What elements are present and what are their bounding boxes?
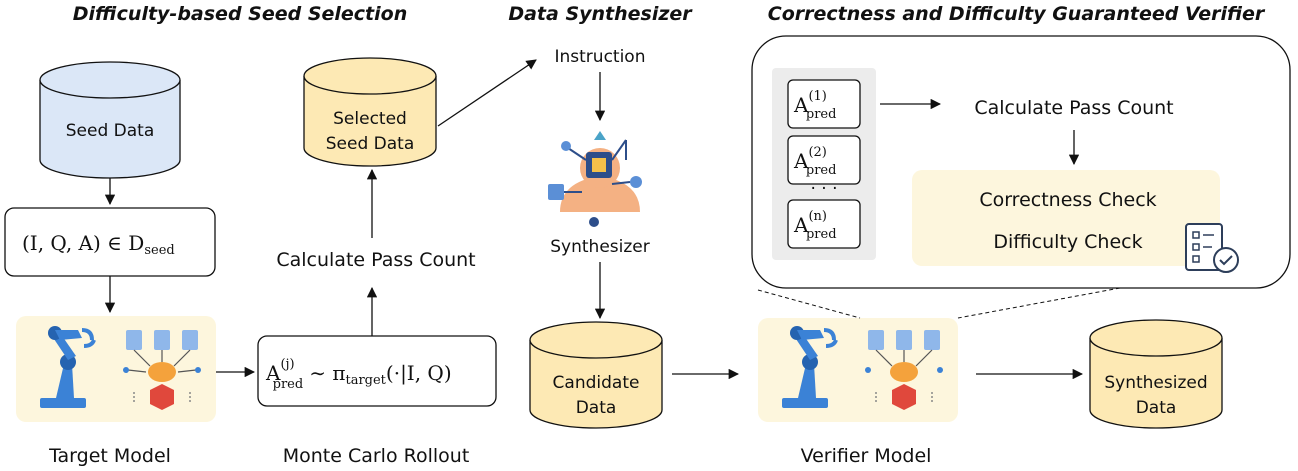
selected-seed-line1: Selected — [333, 109, 407, 129]
synthesizer-icon — [548, 131, 642, 227]
seed-data-cylinder: Seed Data — [39, 61, 181, 179]
tuple-formula: (I, Q, A) ∈ D — [22, 231, 144, 255]
verifier-robot-arm-icon — [782, 326, 838, 408]
pred-1-a: A — [793, 93, 809, 117]
calc-pass-count-right: Calculate Pass Count — [974, 97, 1173, 119]
seed-tuple-box: (I, Q, A) ∈ Dseed — [4, 207, 216, 277]
pred-n-a: A — [793, 213, 809, 237]
selected-seed-line2: Seed Data — [326, 134, 415, 154]
pred-ellipsis: · · · — [810, 179, 837, 199]
instruction-label: Instruction — [555, 47, 646, 67]
target-model-panel — [16, 316, 216, 422]
svg-text:A(2)pred: A(2) pred — [793, 145, 836, 178]
model-brain-icon — [123, 330, 201, 410]
pred-n-sup: (n) — [808, 209, 827, 224]
svg-text:A(1)pred: A(1) pred — [793, 89, 836, 122]
pred-2-a: A — [793, 149, 809, 173]
selected-seed-cylinder: Selected Seed Data — [303, 57, 437, 167]
rollout-tail: (·|I, Q) — [386, 361, 452, 386]
section-title-seed-selection: Difficulty-based Seed Selection — [73, 3, 407, 25]
candidate-line2: Data — [576, 398, 617, 418]
tuple-formula-sub: seed — [144, 243, 174, 258]
candidate-data-cylinder: Candidate Data — [529, 321, 663, 429]
pred-1-sup: (1) — [808, 89, 826, 104]
rollout-sup: (j) — [280, 357, 294, 372]
correctness-check: Correctness Check — [979, 189, 1156, 211]
pred-n-sub: pred — [806, 227, 837, 242]
difficulty-check: Difficulty Check — [993, 231, 1142, 253]
verifier-model-label: Verifier Model — [801, 445, 932, 467]
robot-arm-icon — [40, 326, 96, 408]
candidate-line1: Candidate — [553, 373, 640, 393]
synthesized-line1: Synthesized — [1104, 373, 1207, 393]
callout-line-left — [757, 289, 861, 319]
rollout-sub: pred — [273, 377, 304, 392]
svg-text:A(j)pred∼ πtarget(·|I, Q): A(j) pred ∼ πtarget(·|I, Q) — [265, 357, 452, 392]
monte-carlo-label: Monte Carlo Rollout — [283, 445, 470, 467]
rollout-box: A(j) pred ∼ πtarget(·|I, Q) — [257, 335, 497, 407]
verifier-brain-icon — [865, 330, 943, 410]
checklist-icon — [1185, 223, 1239, 273]
rollout-pi: ∼ π — [309, 361, 345, 385]
pred-2-sub: pred — [806, 163, 837, 178]
section-title-verifier: Correctness and Difficulty Guaranteed Ve… — [768, 3, 1266, 25]
callout-line-right — [957, 287, 1121, 319]
synthesizer-label: Synthesizer — [550, 237, 649, 257]
verifier-detail-box: A(1)pred A(2)pred · · · A(n)pred Calcula… — [751, 35, 1291, 289]
section-title-synthesizer: Data Synthesizer — [508, 3, 693, 25]
target-model-label: Target Model — [48, 445, 171, 467]
pred-1-sub: pred — [806, 107, 837, 122]
synthesized-data-cylinder: Synthesized Data — [1089, 319, 1223, 429]
rollout-a: A — [265, 361, 281, 385]
rollout-pi-sub: target — [345, 373, 386, 388]
seed-data-label: Seed Data — [66, 121, 155, 141]
pred-2-sup: (2) — [808, 145, 826, 160]
verifier-model-panel — [758, 318, 958, 422]
synthesized-line2: Data — [1136, 398, 1177, 418]
calc-pass-count-left: Calculate Pass Count — [276, 249, 475, 271]
svg-text:A(n)pred: A(n) pred — [793, 209, 837, 242]
svg-text:(I, Q, A) ∈ Dseed: (I, Q, A) ∈ Dseed — [22, 231, 175, 258]
